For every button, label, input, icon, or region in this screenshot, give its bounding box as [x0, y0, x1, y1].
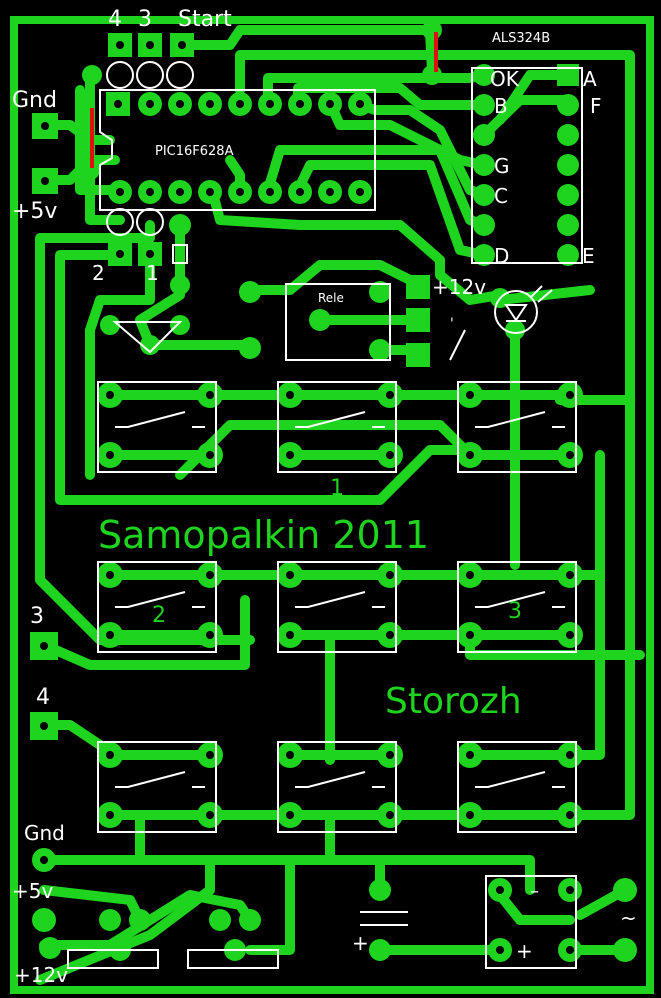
label-pin1: 1	[146, 261, 159, 285]
label-button-3: 3	[508, 599, 522, 624]
bridge-outline	[485, 875, 577, 969]
label-seg-e: E	[582, 244, 595, 268]
label-left-4: 4	[36, 685, 50, 710]
label-button-1: 1	[330, 476, 344, 501]
label-pin2: 2	[92, 261, 105, 285]
jumpers	[90, 32, 438, 168]
label-author: Samopalkin 2011	[98, 513, 429, 557]
label-relay: Rele	[318, 291, 344, 305]
label-gnd-bottom: Gnd	[24, 821, 65, 845]
label-left-3: 3	[30, 604, 44, 629]
label-seg-b: B	[494, 94, 508, 118]
label-display: ALS324B	[492, 31, 550, 46]
label-relay-contact: '	[450, 316, 454, 332]
drill-holes	[40, 41, 574, 954]
label-12v-top: +12v	[432, 275, 486, 299]
switch-outline	[97, 381, 217, 473]
label-seg-ok: OK	[490, 67, 520, 91]
label-seg-d: D	[494, 244, 509, 268]
label-ac: ~	[620, 906, 637, 930]
label-product: Storozh	[385, 681, 522, 722]
label-gnd-top: Gnd	[12, 88, 57, 113]
label-seg-g: G	[494, 154, 510, 178]
label-start: Start	[178, 7, 232, 32]
label-pin3: 3	[138, 7, 152, 32]
label-mcu: PIC16F628A	[155, 144, 234, 159]
label-bridge-plus: +	[516, 939, 533, 963]
label-12v-bottom: +12v	[14, 963, 68, 987]
display-outline	[471, 67, 583, 264]
label-seg-f: F	[590, 94, 602, 118]
board-edge	[10, 16, 654, 994]
label-button-2: 2	[152, 603, 166, 628]
relay-outline	[285, 283, 391, 361]
silkscreen	[67, 61, 583, 969]
label-seg-c: C	[494, 184, 508, 208]
label-5v-top: +5v	[12, 199, 57, 224]
label-bridge-minus: –	[530, 881, 539, 902]
mcu-outline	[99, 89, 376, 211]
pads	[30, 20, 637, 962]
label-seg-a: A	[583, 67, 597, 91]
label-pin4: 4	[108, 7, 122, 32]
label-5v-bottom: +5v	[12, 879, 53, 903]
label-cap-plus: +	[352, 931, 369, 955]
